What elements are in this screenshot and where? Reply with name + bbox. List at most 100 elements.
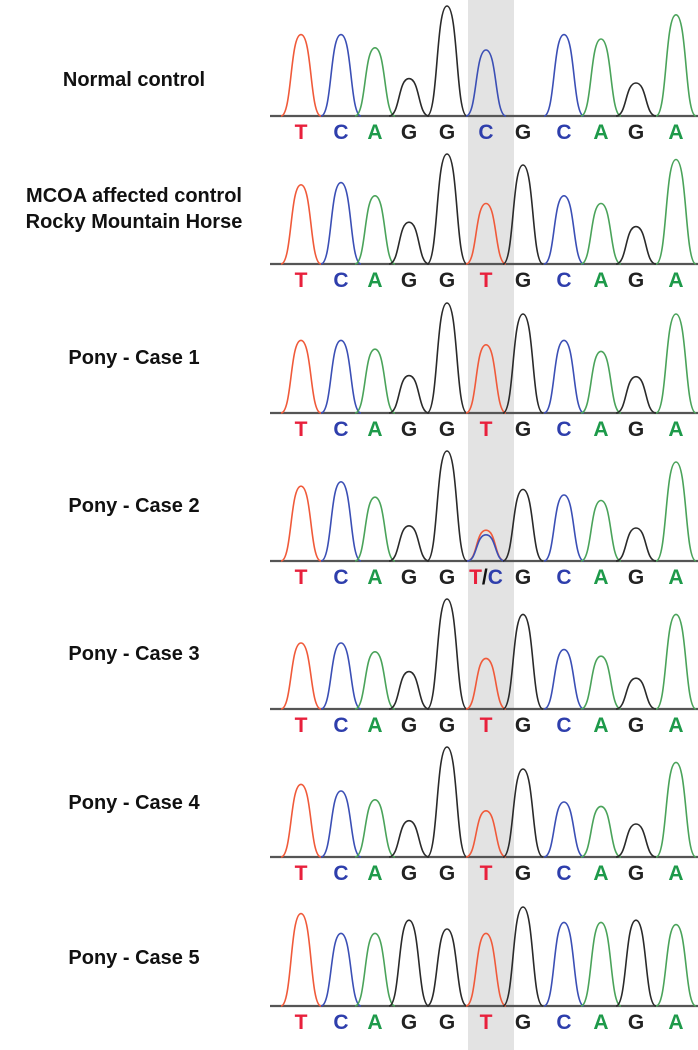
trace-peak-t [280,642,322,710]
trace-peak-g [388,919,430,1007]
trace-peak-g [502,613,544,710]
panel-label-line: Pony - Case 2 [68,495,200,517]
base-call: G [514,418,532,441]
trace-peak-g [615,823,657,858]
base-call: G [438,418,456,441]
trace-peak-c [320,642,362,710]
panel-label-line: Pony - Case 3 [68,643,200,665]
base-call: G [627,1011,645,1034]
base-call: G [438,566,456,589]
base-call: C [333,1011,349,1034]
trace-peak-c [320,790,362,858]
base-call: A [593,566,609,589]
trace-peak-g [426,928,468,1007]
trace-peak-t [465,202,507,265]
trace-peak-g [388,524,430,562]
base-call: G [400,418,418,441]
base-call-variant: C [478,121,494,144]
trace-peak-g [502,313,544,414]
base-call: C [333,269,349,292]
base-call: T [294,269,308,292]
panel-label: Pony - Case 3 [0,641,268,667]
base-call: G [627,418,645,441]
base-call: A [593,269,609,292]
base-call: A [367,269,383,292]
trace-peak-c [320,932,362,1007]
base-call-variant: T [479,714,493,737]
trace-peak-a [354,194,396,265]
base-call: G [514,121,532,144]
trace-peak-t [280,485,322,562]
trace-peak-c [465,49,507,117]
base-call: T [294,1011,308,1034]
trace-peak-a [354,46,396,117]
trace-peak-a [655,158,697,265]
trace-peak-t [465,343,507,414]
trace-peak-a [655,13,697,117]
trace-peak-t [280,912,322,1007]
trace-peak-c [320,33,362,117]
base-letter-c: C [487,566,503,589]
trace-peak-a [354,496,396,562]
base-call: G [627,862,645,885]
base-call: G [400,269,418,292]
trace-peak-g [426,598,468,710]
base-call: C [333,418,349,441]
base-call: C [556,862,572,885]
base-call: G [438,121,456,144]
trace-peak-a [580,38,622,117]
panel-label-line: Rocky Mountain Horse [25,211,243,233]
trace-peak-g [388,670,430,710]
trace-peak-t [465,809,507,858]
base-call: C [556,566,572,589]
trace-peak-c [543,801,585,858]
trace-peak-a [655,461,697,562]
trace-peak-c [543,33,585,117]
base-call: A [593,1011,609,1034]
trace-peak-a [655,313,697,414]
base-call: G [627,121,645,144]
trace-peak-t [280,183,322,265]
base-call-variant: T [479,862,493,885]
trace-peak-g [388,819,430,858]
trace-peak-a [580,202,622,265]
base-call: A [593,418,609,441]
panel-label: Pony - Case 1 [0,345,268,371]
trace-peak-a [354,650,396,710]
base-call: A [367,418,383,441]
variant-highlight-column [468,0,514,1050]
trace-peak-g [615,375,657,414]
trace-peak-g [615,677,657,710]
base-call: G [627,269,645,292]
base-call: A [668,121,684,144]
chromatogram-trace [270,5,698,118]
trace-peak-c [320,181,362,265]
trace-peak-t [465,657,507,710]
base-call: G [514,566,532,589]
base-call: A [367,714,383,737]
base-call: C [556,418,572,441]
trace-peak-g [388,77,430,117]
base-call-variant: T [479,418,493,441]
base-call: C [333,714,349,737]
trace-peak-g [426,450,468,562]
base-call: G [514,862,532,885]
base-call: A [367,862,383,885]
base-call: G [438,269,456,292]
base-call: G [400,714,418,737]
trace-peak-g [502,768,544,858]
base-call: G [514,714,532,737]
trace-peak-g [615,919,657,1007]
base-call: A [668,269,684,292]
base-call: C [333,862,349,885]
base-call: A [593,121,609,144]
base-call-variant: T/C [469,565,503,591]
